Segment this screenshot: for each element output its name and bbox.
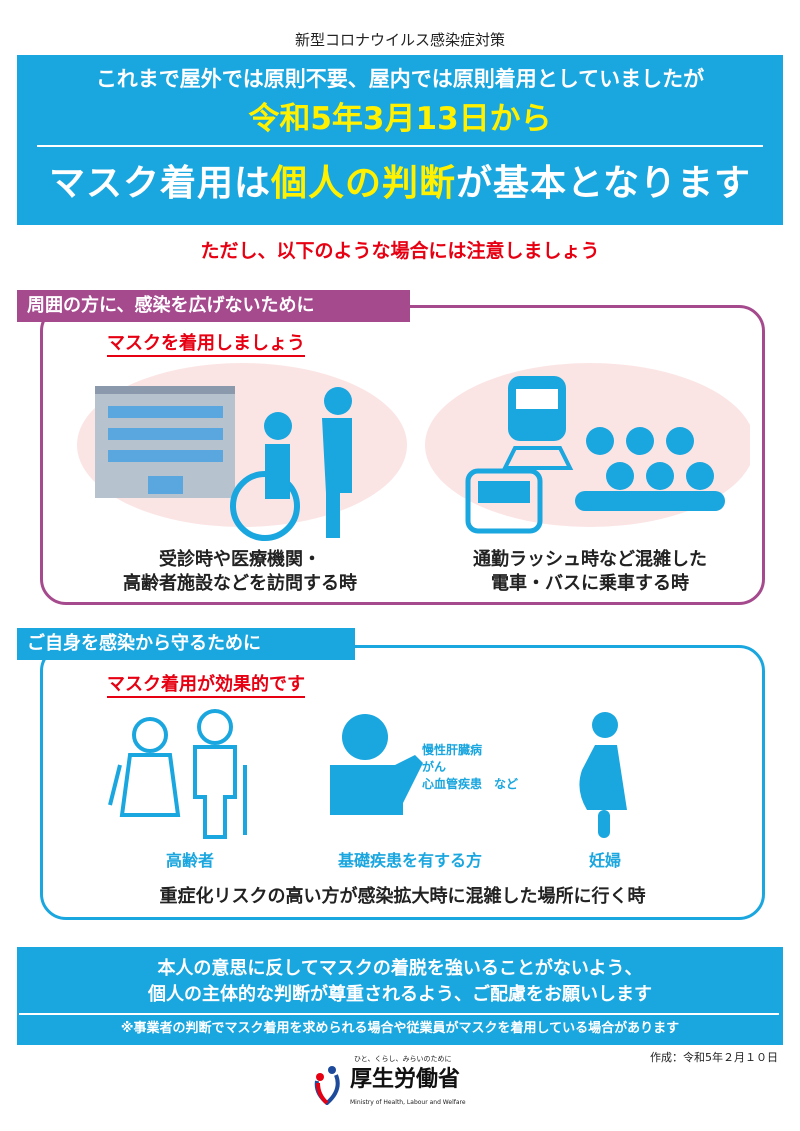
bottom-banner: 本人の意思に反してマスクの着脱を強いることがないよう、個人の主体的な判断が尊重さ… <box>17 947 783 1045</box>
person-label: 高齢者 <box>165 851 214 870</box>
disease-item: がん <box>422 760 447 774</box>
disease-item: 慢性肝臓病 <box>422 743 483 757</box>
logo-english: Ministry of Health, Labour and Welfare <box>350 1099 466 1106</box>
hero-headline: マスク着用は個人の判断が基本となります <box>17 159 783 209</box>
message-line: 本人の意思に反してマスクの着脱を強いることがないよう、 <box>157 958 643 979</box>
caption-line: 高齢者施設などを訪問する時 <box>123 573 357 594</box>
patient-icon <box>330 714 423 815</box>
person-label: 基礎疾患を有する方 <box>337 851 482 870</box>
section2-subtitle: マスク着用が効果的です <box>107 674 305 698</box>
crowd-icon <box>575 427 725 511</box>
section1-tag: 周囲の方に、感染を広げないために <box>17 290 410 322</box>
pregnant-icon <box>579 712 627 838</box>
headline-part: マスク着用は <box>49 163 272 204</box>
headline-part: が基本となります <box>456 163 751 204</box>
disease-item: 心血管疾患 など <box>422 777 519 791</box>
section2-tag: ご自身を感染から守るために <box>17 628 355 660</box>
disease-list: 慢性肝臓病 がん 心血管疾患 など <box>422 742 518 793</box>
mhlw-logo: ひと、くらし、みらいのために 厚生労働省 Ministry of Health,… <box>312 1055 502 1117</box>
hero-line1: これまで屋外では原則不要、屋内では原則着用としていましたが <box>95 67 705 91</box>
logo-tagline: ひと、くらし、みらいのために <box>354 1055 452 1063</box>
case-caption: 通勤ラッシュ時など混雑した電車・バスに乗車する時 <box>420 548 760 596</box>
caption-line: 通勤ラッシュ時など混雑した <box>473 549 707 570</box>
bus-icon <box>465 468 543 534</box>
caption-line: 受診時や医療機関・ <box>159 549 321 570</box>
category-title: 新型コロナウイルス感染症対策 <box>294 31 505 49</box>
caution-text: ただし、以下のような場合には注意しましょう <box>200 240 600 262</box>
section2-illustrations <box>108 709 627 839</box>
logo-mark-icon <box>314 1066 340 1105</box>
bottom-message: 本人の意思に反してマスクの着脱を強いることがないよう、個人の主体的な判断が尊重さ… <box>17 956 783 1008</box>
elderly-icon <box>108 709 247 839</box>
section1-illustrations <box>77 363 750 541</box>
bottom-note: ※事業者の判断でマスク着用を求められる場合や従業員がマスクを着用している場合があ… <box>120 1021 680 1036</box>
case-caption: 受診時や医療機関・高齢者施設などを訪問する時 <box>70 548 410 596</box>
hero-date: 令和5年3月13日から <box>248 101 552 137</box>
headline-highlight: 個人の判断 <box>271 163 457 204</box>
message-line: 個人の主体的な判断が尊重されるよう、ご配慮をお願いします <box>148 984 652 1005</box>
section2-summary: 重症化リスクの高い方が感染拡大時に混雑した場所に行く時 <box>159 886 646 907</box>
section1-subtitle: マスクを着用しましょう <box>107 333 305 357</box>
created-date: 作成：令和5年２月１０日 <box>650 1051 778 1064</box>
train-icon <box>501 376 574 470</box>
logo-name: 厚生労働省 <box>350 1067 461 1092</box>
divider <box>19 1013 779 1015</box>
hospital-icon <box>95 386 235 498</box>
hero-banner: これまで屋外では原則不要、屋内では原則着用としていましたが 令和5年3月13日か… <box>17 55 783 225</box>
divider <box>37 145 763 147</box>
caption-line: 電車・バスに乗車する時 <box>491 573 689 594</box>
wheelchair-person-icon <box>230 387 352 541</box>
person-label: 妊婦 <box>588 851 621 870</box>
